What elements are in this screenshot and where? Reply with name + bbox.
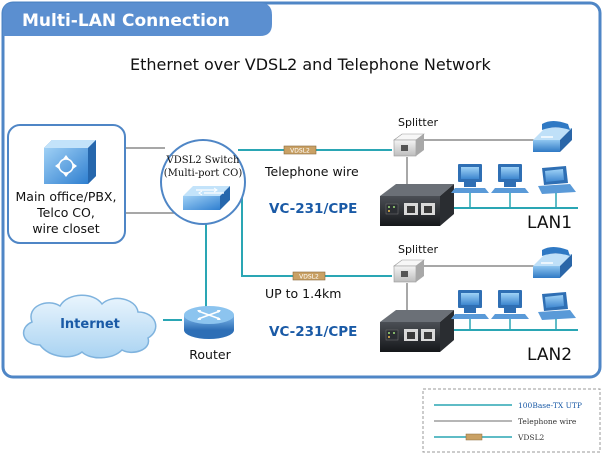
main-office: Main office/PBX, Telco CO, wire closet [7, 124, 126, 244]
cpe-1-label: VC-231/CPE [269, 201, 357, 217]
lan-1-devices [451, 164, 576, 208]
desktop-pc-icon [451, 290, 489, 330]
legend-phone-label: Telephone wire [518, 417, 577, 426]
splitter-2: Splitter [393, 243, 438, 283]
telephone-wire-label: Telephone wire [264, 164, 359, 179]
main-office-label-1: Main office/PBX, [16, 189, 117, 204]
building-icon [44, 140, 96, 184]
vdsl2-tag-1: VDSL2 [283, 145, 317, 155]
lan-1-label: LAN1 [527, 213, 572, 233]
cloud-shape [22, 294, 157, 359]
telephone-2-icon [533, 247, 572, 278]
svg-text:VDSL2: VDSL2 [299, 274, 319, 281]
switch-icon [183, 186, 230, 210]
vdsl2-switch: VDSL2 Switch (Multi-port CO) [160, 139, 246, 225]
internet-cloud: Internet [22, 294, 157, 359]
subtitle: Ethernet over VDSL2 and Telephone Networ… [130, 55, 491, 74]
desktop-pc-icon [451, 164, 489, 208]
main-office-label-3: wire closet [32, 221, 99, 236]
legend-utp-label: 100Base-TX UTP [518, 401, 582, 410]
title-tab [3, 3, 272, 36]
distance-label: UP to 1.4km [265, 286, 341, 301]
lan-2-label: LAN2 [527, 345, 572, 365]
outer-frame [1, 1, 602, 379]
laptop-icon [538, 166, 576, 208]
vdsl2-link-2 [241, 170, 392, 277]
svg-text:VDSL2: VDSL2 [290, 148, 310, 155]
telephone-1-icon [533, 121, 572, 152]
title: Multi-LAN Connection [22, 11, 230, 31]
router-label: Router [189, 347, 231, 362]
splitter-2-label: Splitter [398, 243, 438, 256]
router: Router [184, 306, 234, 362]
laptop-icon [538, 292, 576, 330]
cpe-2: VC-231/CPE [269, 310, 454, 352]
lan-2-devices [451, 290, 576, 330]
splitter-1-label: Splitter [398, 116, 438, 129]
cpe-1: VC-231/CPE [269, 184, 454, 226]
desktop-pc-icon [491, 164, 529, 208]
legend: 100Base-TX UTP Telephone wire VDSL2 [422, 388, 601, 453]
main-office-label-2: Telco CO, [36, 205, 95, 220]
desktop-pc-icon [491, 290, 529, 330]
vdsl2-switch-circle [160, 139, 246, 225]
cpe-2-label: VC-231/CPE [269, 324, 357, 340]
links [125, 139, 578, 331]
internet-label: Internet [60, 317, 120, 332]
vdsl2-switch-label-2: (Multi-port CO) [164, 168, 243, 179]
splitter-1: Splitter [393, 116, 438, 157]
vdsl2-tag-2: VDSL2 [292, 271, 326, 281]
legend-vdsl2-label: VDSL2 [517, 433, 545, 442]
vdsl2-switch-label-1: VDSL2 Switch [166, 155, 240, 166]
